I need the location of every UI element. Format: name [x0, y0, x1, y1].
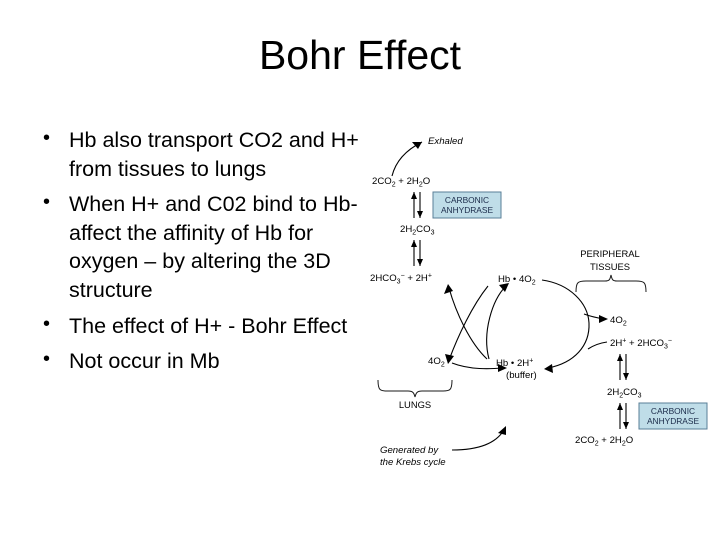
cycle-arc-bottom-right	[547, 322, 590, 369]
exhaled-arrowhead	[412, 142, 422, 149]
list-item: • When H+ and C02 bind to Hb- affect the…	[36, 190, 366, 304]
enzyme-label-line1: CARBONIC	[651, 406, 695, 416]
peripheral-tissues-label-line2: TISSUES	[590, 261, 630, 272]
lungs-brace	[377, 379, 453, 398]
species-hb-proton-buffer: Hb • 2H+	[496, 358, 533, 370]
list-item: • Not occur in Mb	[36, 347, 366, 376]
reversible-arrow-right-upper	[617, 354, 629, 380]
list-item-text: The effect of H+ - Bohr Effect	[69, 313, 348, 338]
list-item-text: When H+ and C02 bind to Hb- affect the a…	[69, 192, 358, 302]
species-hb-o2: Hb • 4O2	[498, 274, 536, 287]
species-co2-water-bottom: 2CO2 + 2H2O	[575, 435, 633, 448]
list-item: • Hb also transport CO2 and H+ from tiss…	[36, 126, 366, 183]
bullet-marker: •	[43, 127, 51, 149]
peripheral-tissues-label-line1: PERIPHERAL	[580, 248, 639, 259]
enzyme-box-top: CARBONIC ANHYDRASE	[432, 191, 502, 219]
arrow-to-hb-o2	[486, 285, 507, 360]
list-item-text: Hb also transport CO2 and H+ from tissue…	[69, 128, 359, 181]
reversible-arrow-right-lower	[617, 403, 629, 429]
bullet-marker: •	[43, 191, 51, 214]
krebs-label-line2: the Krebs cycle	[380, 457, 446, 468]
species-carbonic-acid-top: 2H2CO3	[400, 224, 435, 237]
bullet-marker: •	[43, 312, 51, 335]
krebs-arrow	[451, 429, 505, 451]
species-carbonic-acid-bottom: 2H2CO3	[607, 387, 642, 400]
krebs-label-line1: Generated by	[380, 445, 439, 456]
exhaled-label: Exhaled	[428, 136, 463, 147]
cross-arrow-down-left	[448, 285, 489, 361]
species-oxygen-right: 4O2	[610, 315, 627, 328]
arrow-from-proton-bicarb	[587, 341, 608, 350]
cycle-arc-top-right	[541, 279, 590, 324]
enzyme-box-bottom: CARBONIC ANHYDRASE	[638, 402, 708, 430]
bullet-marker: •	[43, 348, 51, 371]
enzyme-label-line1: CARBONIC	[445, 195, 489, 205]
list-item-text: Not occur in Mb	[69, 349, 220, 374]
page-title: Bohr Effect	[258, 32, 462, 78]
reversible-arrow-top	[411, 192, 423, 218]
species-bicarbonate-proton-left: 2HCO3− + 2H+	[370, 273, 432, 286]
reversible-arrow-second	[411, 240, 423, 266]
enzyme-label-line2: ANHYDRASE	[647, 416, 700, 426]
peripheral-tissues-brace	[575, 274, 647, 293]
buffer-label: (buffer)	[506, 370, 537, 381]
lungs-label: LUNGS	[399, 399, 431, 410]
enzyme-label-line2: ANHYDRASE	[441, 205, 494, 215]
species-oxygen-left: 4O2	[428, 356, 445, 369]
species-proton-bicarbonate-right: 2H+ + 2HCO3−	[610, 338, 672, 351]
cross-arrow-up-left	[448, 287, 488, 360]
list-item: • The effect of H+ - Bohr Effect	[36, 312, 366, 341]
species-co2-water-top: 2CO2 + 2H2O	[372, 176, 430, 189]
bullet-list: • Hb also transport CO2 and H+ from tiss…	[36, 126, 366, 383]
bohr-effect-diagram: Exhaled 2CO2 + 2H2O CARBONIC ANHYDRASE 2…	[370, 118, 718, 486]
